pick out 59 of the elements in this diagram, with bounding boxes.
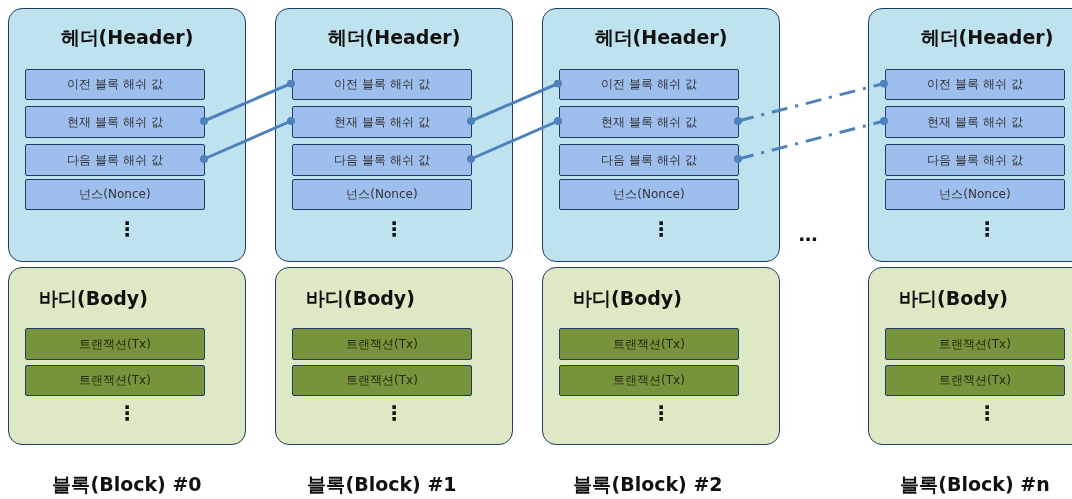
body-panel bbox=[8, 267, 246, 445]
header-field: 현재 블록 해쉬 값 bbox=[885, 106, 1065, 138]
block-caption: 블록(Block) #2 bbox=[573, 472, 723, 497]
header-field: 넌스(Nonce) bbox=[559, 179, 739, 210]
ellipsis-text: ⋮ bbox=[651, 403, 671, 423]
header-field: 이전 블록 해쉬 값 bbox=[25, 69, 205, 100]
header-field: 다음 블록 해쉬 값 bbox=[25, 144, 205, 176]
header-field: 다음 블록 해쉬 값 bbox=[885, 144, 1065, 176]
header-title: 헤더(Header) bbox=[920, 25, 1054, 50]
header-field: 현재 블록 해쉬 값 bbox=[292, 106, 472, 138]
transaction-row: 트랜잭션(Tx) bbox=[559, 328, 739, 360]
body-title: 바디(Body) bbox=[306, 286, 415, 311]
body-panel bbox=[275, 267, 513, 445]
ellipsis-text: ⋮ bbox=[117, 403, 137, 423]
header-title: 헤더(Header) bbox=[327, 25, 461, 50]
header-field: 넌스(Nonce) bbox=[885, 179, 1065, 210]
block-caption: 블록(Block) #n bbox=[900, 472, 1050, 497]
header-field: 현재 블록 해쉬 값 bbox=[559, 106, 739, 138]
header-title: 헤더(Header) bbox=[594, 25, 728, 50]
ellipsis-text: ⋮ bbox=[977, 219, 997, 239]
connector-line bbox=[734, 117, 888, 163]
block-caption: 블록(Block) #0 bbox=[52, 472, 202, 497]
ellipsis-text: ⋮ bbox=[117, 219, 137, 239]
connector-line bbox=[734, 79, 888, 125]
ellipsis-text: ⋮ bbox=[384, 219, 404, 239]
body-panel bbox=[868, 267, 1072, 445]
ellipsis-text: ⋮ bbox=[384, 403, 404, 423]
transaction-row: 트랜잭션(Tx) bbox=[25, 328, 205, 360]
header-field: 넌스(Nonce) bbox=[25, 179, 205, 210]
header-field: 다음 블록 해쉬 값 bbox=[292, 144, 472, 176]
transaction-row: 트랜잭션(Tx) bbox=[292, 365, 472, 396]
header-field: 이전 블록 해쉬 값 bbox=[292, 69, 472, 100]
header-field: 이전 블록 해쉬 값 bbox=[885, 69, 1065, 100]
header-panel bbox=[8, 8, 246, 262]
header-panel bbox=[542, 8, 780, 262]
ellipsis-text: ⋮ bbox=[977, 403, 997, 423]
body-title: 바디(Body) bbox=[39, 286, 148, 311]
header-field: 이전 블록 해쉬 값 bbox=[559, 69, 739, 100]
header-title: 헤더(Header) bbox=[60, 25, 194, 50]
transaction-row: 트랜잭션(Tx) bbox=[885, 365, 1065, 396]
transaction-row: 트랜잭션(Tx) bbox=[25, 365, 205, 396]
body-panel bbox=[542, 267, 780, 445]
transaction-row: 트랜잭션(Tx) bbox=[885, 328, 1065, 360]
header-field: 넌스(Nonce) bbox=[292, 179, 472, 210]
block-caption: 블록(Block) #1 bbox=[307, 472, 457, 497]
header-field: 다음 블록 해쉬 값 bbox=[559, 144, 739, 176]
body-title: 바디(Body) bbox=[899, 286, 1008, 311]
connector-line bbox=[467, 79, 562, 125]
connector-line bbox=[200, 79, 295, 125]
header-panel bbox=[868, 8, 1072, 262]
connector-line bbox=[200, 117, 295, 163]
header-panel bbox=[275, 8, 513, 262]
connector-line bbox=[467, 117, 562, 163]
body-title: 바디(Body) bbox=[573, 286, 682, 311]
ellipsis-text: ⋯ bbox=[798, 228, 818, 250]
transaction-row: 트랜잭션(Tx) bbox=[292, 328, 472, 360]
header-field: 현재 블록 해쉬 값 bbox=[25, 106, 205, 138]
ellipsis-text: ⋮ bbox=[651, 219, 671, 239]
transaction-row: 트랜잭션(Tx) bbox=[559, 365, 739, 396]
